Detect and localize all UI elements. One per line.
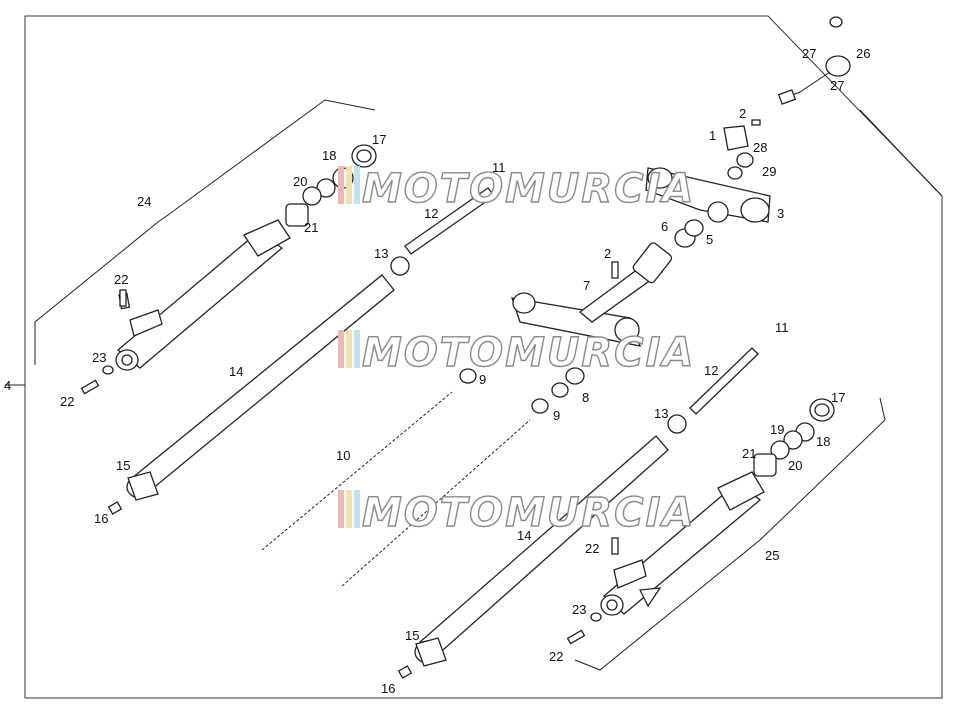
callout-13-right: 13 (654, 406, 668, 421)
callout-22-left-bottom: 22 (60, 394, 74, 409)
diagram-frame (24, 15, 943, 699)
callout-6: 6 (661, 219, 668, 234)
right-fork-slider (600, 471, 765, 616)
lower-triple-clamp (511, 242, 673, 347)
callout-22-left-top: 22 (114, 272, 128, 287)
callout-11-left: 11 (492, 160, 506, 175)
callout-22-right-top: 22 (585, 541, 599, 556)
bracket-25 (574, 397, 886, 671)
callout-28: 28 (753, 140, 767, 155)
watermark-group: MOTOMURCIA MOTOMURCIA MOTOMURCIA (338, 165, 695, 537)
callout-27-lower: 27 (830, 78, 844, 93)
ignition-lock (777, 16, 851, 105)
callout-20-right: 20 (788, 458, 802, 473)
callout-18-right: 18 (816, 434, 830, 449)
right-damper-rod (689, 347, 759, 415)
callout-2-lower: 2 (604, 246, 611, 261)
callout-4: 4 (4, 378, 11, 393)
watermark-top: MOTOMURCIA (362, 166, 695, 212)
callout-27-upper: 27 (802, 46, 816, 61)
callout-17-left: 17 (372, 132, 386, 147)
callout-18-left: 18 (322, 148, 336, 163)
callout-labels: 4 24 25 17 18 20 21 11 12 13 14 22 23 22… (4, 46, 870, 696)
callout-23-right: 23 (572, 602, 586, 617)
left-stanchion (126, 274, 395, 501)
bracket-24 (34, 99, 376, 365)
upper-triple-clamp (645, 167, 771, 223)
callout-12-right: 12 (704, 363, 718, 378)
right-stanchion (414, 435, 669, 667)
callout-24: 24 (137, 194, 151, 209)
callout-3: 3 (777, 206, 784, 221)
callout-9-lower: 9 (553, 408, 560, 423)
callout-21-left: 21 (304, 220, 318, 235)
callout-11-right: 11 (775, 320, 789, 335)
callout-16-left: 16 (94, 511, 108, 526)
callout-15-right: 15 (405, 628, 419, 643)
callout-15-left: 15 (116, 458, 130, 473)
watermark-bottom: MOTOMURCIA (362, 490, 695, 536)
callout-8: 8 (582, 390, 589, 405)
watermark-middle: MOTOMURCIA (362, 330, 695, 376)
callout-21-right: 21 (742, 446, 756, 461)
right-seals (753, 398, 835, 477)
callout-1: 1 (709, 128, 716, 143)
callout-19-right: 19 (770, 422, 784, 437)
callout-20-left: 20 (293, 174, 307, 189)
callout-2-upper: 2 (739, 106, 746, 121)
fork-springs (261, 391, 531, 587)
callout-17-right: 17 (831, 390, 845, 405)
callout-25: 25 (765, 548, 779, 563)
bolts (80, 119, 761, 679)
callout-5: 5 (706, 232, 713, 247)
callout-26: 26 (856, 46, 870, 61)
callout-12-left: 12 (424, 206, 438, 221)
callout-9-upper: 9 (479, 372, 486, 387)
left-fork-slider (115, 219, 291, 371)
callout-14-left: 14 (229, 364, 243, 379)
callout-7: 7 (583, 278, 590, 293)
left-damper-rod (404, 187, 495, 255)
callout-22-right-bottom: 22 (549, 649, 563, 664)
callout-23-left: 23 (92, 350, 106, 365)
callout-16-right: 16 (381, 681, 395, 696)
callout-10: 10 (336, 448, 350, 463)
callout-29: 29 (762, 164, 776, 179)
callout-14-right: 14 (517, 528, 531, 543)
callout-13-left: 13 (374, 246, 388, 261)
